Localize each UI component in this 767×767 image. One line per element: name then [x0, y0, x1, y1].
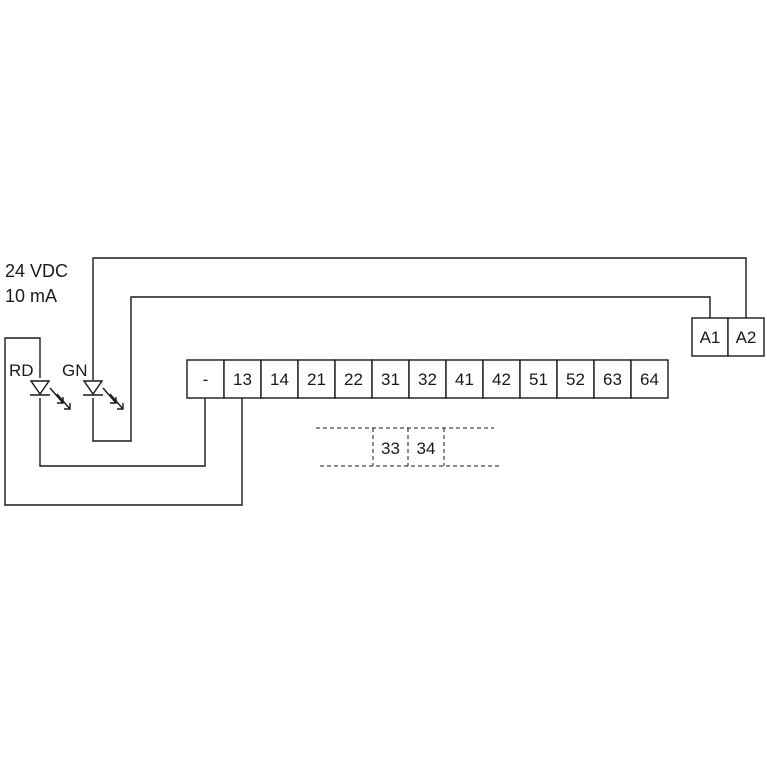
- gn-led-label: GN: [62, 361, 88, 380]
- optional-terminal-group: 33 34: [316, 427, 502, 467]
- terminal-42-label: 42: [492, 370, 511, 389]
- rd-led-label: RD: [9, 361, 34, 380]
- terminal-34-label: 34: [417, 439, 436, 458]
- terminal-minus-box: [186, 359, 225, 399]
- terminal-64-box: [630, 359, 669, 399]
- terminal-51-label: 51: [529, 370, 548, 389]
- terminal-a2-box: [727, 317, 765, 357]
- terminal-21-label: 21: [307, 370, 326, 389]
- terminal-33-label: 33: [381, 439, 400, 458]
- terminal-32-label: 32: [418, 370, 437, 389]
- terminal-41-box: [445, 359, 484, 399]
- gn-led-icon: [82, 380, 124, 410]
- supply-voltage-label: 24 VDC: [5, 261, 68, 281]
- terminal-52-label: 52: [566, 370, 585, 389]
- terminal-22-label: 22: [344, 370, 363, 389]
- terminal-minus-label: -: [203, 370, 209, 389]
- coil-terminal-strip: A1 A2: [691, 317, 765, 357]
- main-terminal-strip: - 13 14 21 22 31 32 41 42 51 52 63 64: [186, 359, 669, 399]
- terminal-64-label: 64: [640, 370, 659, 389]
- terminal-63-box: [593, 359, 632, 399]
- rd-led-icon: [29, 380, 71, 410]
- terminal-42-box: [482, 359, 521, 399]
- terminal-51-box: [519, 359, 558, 399]
- terminal-52-box: [556, 359, 595, 399]
- terminal-14-label: 14: [270, 370, 289, 389]
- wire-rd-led-to-minus-terminal: [39, 398, 206, 467]
- terminal-21-box: [297, 359, 336, 399]
- terminal-13-label: 13: [233, 370, 252, 389]
- terminal-31-label: 31: [381, 370, 400, 389]
- terminal-22-box: [334, 359, 373, 399]
- terminal-31-box: [371, 359, 410, 399]
- terminal-41-label: 41: [455, 370, 474, 389]
- terminal-a1-box: [691, 317, 729, 357]
- wire-terminal-13-to-rd-led: [4, 337, 243, 506]
- terminal-a2-label: A2: [736, 328, 757, 347]
- terminal-63-label: 63: [603, 370, 622, 389]
- supply-current-label: 10 mA: [5, 286, 57, 306]
- wire-gn-led-to-a2: [92, 257, 747, 380]
- terminal-a1-label: A1: [700, 328, 721, 347]
- terminal-32-box: [408, 359, 447, 399]
- wire-gn-led-to-a1: [92, 296, 711, 442]
